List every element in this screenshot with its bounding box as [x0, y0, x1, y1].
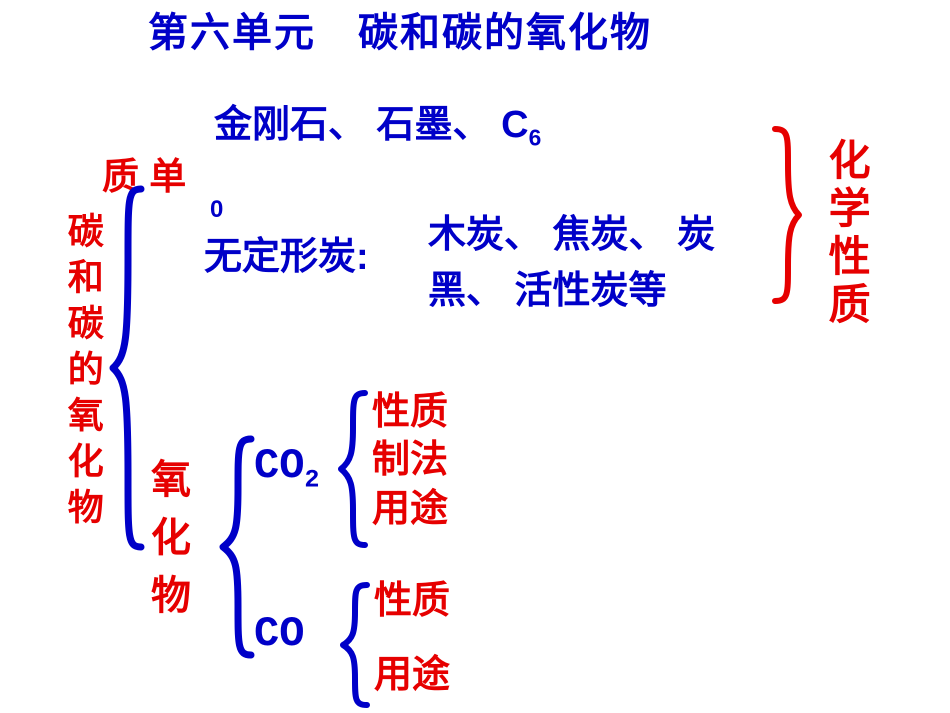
co2-subscript: 2	[304, 465, 320, 495]
amorphous-label: 无定形炭:	[204, 236, 369, 278]
slide-title: 第六单元 碳和碳的氧化物	[148, 11, 652, 55]
chemical-property-brace	[772, 126, 802, 304]
amorphous-items-line2: 黑、 活性炭等	[428, 270, 667, 312]
root-label: 碳和碳的氧化物	[62, 212, 104, 534]
co-item-properties: 性质	[374, 580, 451, 622]
co-item-uses: 用途	[374, 654, 451, 696]
crystalline-forms-label: 金刚石、 石墨、 C	[214, 104, 529, 146]
co2-item-properties: 性质	[372, 391, 449, 433]
co2-items-brace	[338, 390, 368, 548]
co2-item-preparation: 制法	[372, 439, 449, 481]
co-items-brace	[340, 582, 370, 708]
co2-item-uses: 用途	[372, 488, 449, 530]
chemical-property-label: 化学性质	[823, 138, 871, 330]
co-formula: CO	[254, 610, 305, 658]
co2-formula-text: CO	[254, 442, 305, 490]
simple-substance-label: 质 单	[102, 156, 187, 197]
c60-subscript-zero: 0	[210, 196, 224, 223]
c60-subscript-six: 6	[528, 124, 542, 151]
crystalline-forms-text: 金刚石、 石墨、 C6	[214, 104, 542, 151]
root-brace	[109, 185, 145, 551]
co2-formula: CO2	[254, 444, 320, 494]
oxides-label: 氧化物	[145, 458, 189, 632]
amorphous-items-line1: 木炭、 焦炭、 炭	[428, 214, 716, 256]
oxides-brace	[219, 435, 255, 659]
